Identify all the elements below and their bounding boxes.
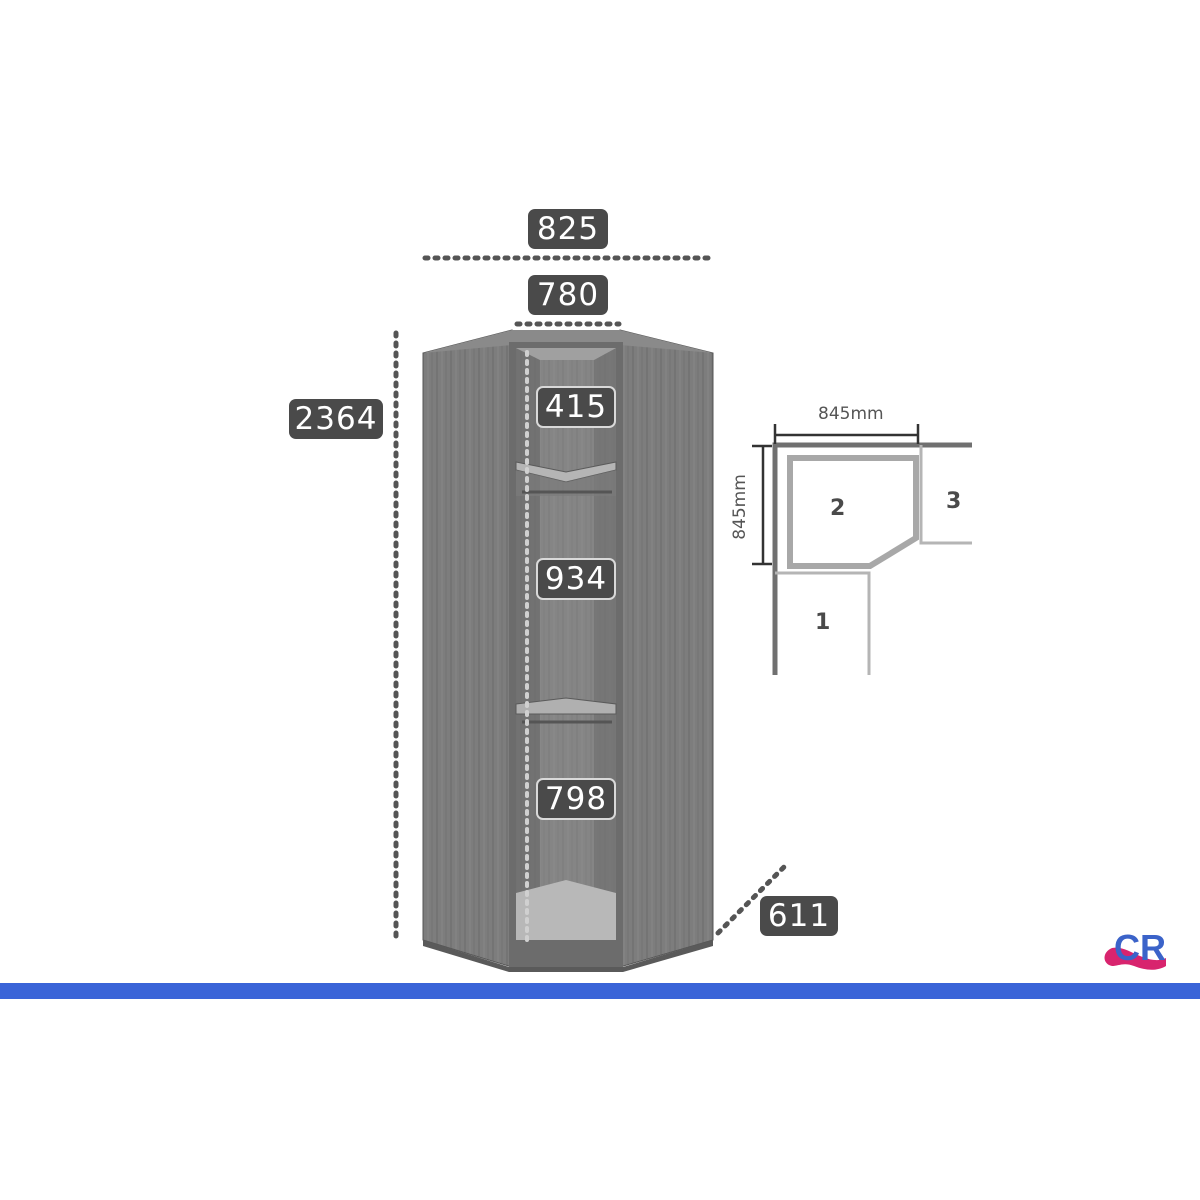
bottom-compartment-badge: 798 [536,778,616,820]
inner-width-badge: 780 [528,275,608,315]
plan-width-label: 845mm [818,404,884,424]
top-panel [423,330,713,353]
zone-1-label: 1 [815,610,831,635]
logo-text: CR [1114,927,1166,968]
bottom-floor [516,880,616,940]
depth-badge: 611 [760,896,838,936]
middle-compartment-badge: 934 [536,558,616,600]
footer-accent-bar [0,983,1200,999]
height-badge: 2364 [289,399,383,439]
total-width-badge: 825 [528,209,608,249]
depth-611-line [715,863,788,936]
shelf-lower [515,697,617,715]
top-compartment-badge: 415 [536,386,616,428]
zone-2-label: 2 [830,496,846,521]
cr-brand-logo: CR [1104,927,1166,970]
zone-2-outline [787,455,919,569]
zone-1-outline [775,571,871,675]
corner-wall [772,442,972,675]
zone-3-outline [919,445,972,545]
zone-3-label: 3 [946,489,962,514]
plan-depth-label: 845mm [730,474,750,540]
